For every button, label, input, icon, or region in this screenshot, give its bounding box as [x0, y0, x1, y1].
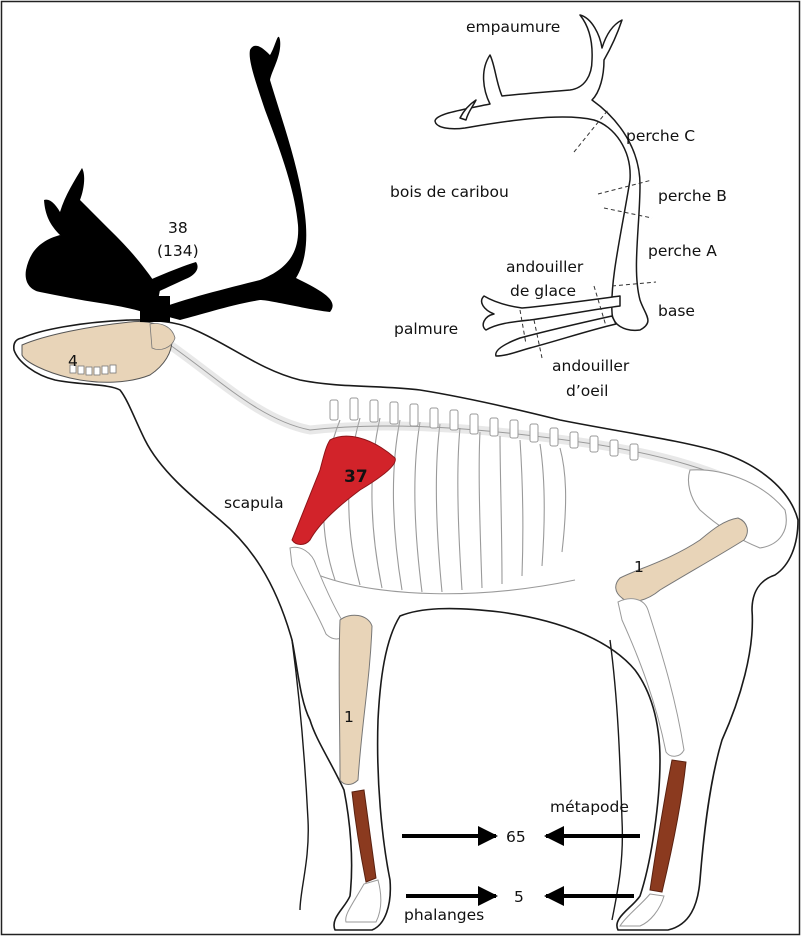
- label-andouiller-oeil-1: andouiller: [552, 357, 630, 375]
- label-andouiller-oeil-2: d’oeil: [566, 382, 608, 400]
- label-palmure: palmure: [394, 320, 458, 338]
- label-base: base: [658, 302, 695, 320]
- antler-count: 38: [168, 219, 188, 237]
- label-perche-c: perche C: [626, 127, 695, 145]
- metapode-count: 65: [506, 828, 526, 846]
- label-scapula: scapula: [224, 494, 284, 512]
- phalanges-count: 5: [514, 888, 524, 906]
- label-bois-de-caribou: bois de caribou: [390, 183, 509, 201]
- label-phalanges: phalanges: [404, 906, 484, 924]
- forelimb-count: 1: [344, 708, 354, 726]
- label-metapode: métapode: [550, 798, 629, 816]
- skull-count: 4: [68, 352, 78, 370]
- label-andouiller-de-glace-2: de glace: [510, 282, 576, 300]
- hindleg-front-line: [610, 640, 622, 920]
- hindlimb-count: 1: [634, 558, 644, 576]
- label-perche-b: perche B: [658, 187, 727, 205]
- label-andouiller-de-glace-1: andouiller: [506, 258, 584, 276]
- caribou-body-outline: [14, 320, 798, 930]
- antlers: [26, 37, 333, 322]
- label-perche-a: perche A: [648, 242, 717, 260]
- antler-count-total: (134): [157, 242, 199, 260]
- scapula-count: 37: [344, 467, 368, 487]
- label-empaumure: empaumure: [466, 18, 560, 36]
